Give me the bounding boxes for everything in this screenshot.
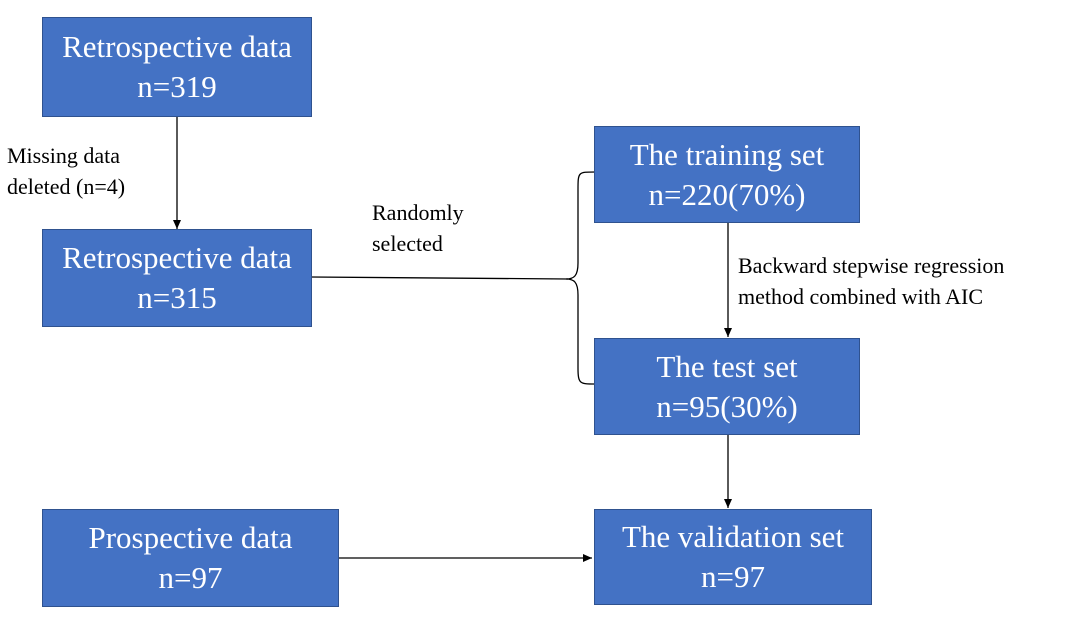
box-title: Retrospective data bbox=[62, 29, 292, 64]
label-line: deleted (n=4) bbox=[7, 174, 126, 199]
box-count: n=97 bbox=[158, 560, 223, 595]
test-set-box: The test set n=95(30%) bbox=[594, 338, 860, 435]
box-count: n=220(70%) bbox=[648, 176, 806, 212]
training-set-box: The training set n=220(70%) bbox=[594, 126, 860, 223]
randomly-selected-label: Randomly selected bbox=[372, 197, 464, 259]
box-title: The test set bbox=[656, 348, 798, 384]
box-count: n=97 bbox=[701, 559, 765, 594]
box-title: The validation set bbox=[621, 519, 845, 554]
retrospective-data-315-box: Retrospective data n=315 bbox=[42, 229, 312, 327]
brace-random-split bbox=[565, 171, 596, 385]
label-line: Randomly bbox=[372, 200, 464, 225]
label-line: method combined with AIC bbox=[738, 284, 984, 309]
box-count: n=315 bbox=[137, 280, 217, 315]
retrospective-data-319-box: Retrospective data n=319 bbox=[42, 17, 312, 117]
prospective-data-box: Prospective data n=97 bbox=[42, 509, 339, 607]
line-random-split bbox=[310, 276, 569, 280]
label-line: Backward stepwise regression bbox=[738, 253, 1005, 278]
box-count: n=319 bbox=[137, 69, 217, 104]
box-title: The training set bbox=[629, 136, 825, 172]
box-count: n=95(30%) bbox=[656, 388, 798, 424]
regression-method-label: Backward stepwise regression method comb… bbox=[738, 250, 1004, 312]
missing-data-label: Missing data deleted (n=4) bbox=[7, 140, 125, 202]
box-title: Retrospective data bbox=[62, 240, 292, 275]
label-line: Missing data bbox=[7, 143, 121, 168]
box-title: Prospective data bbox=[88, 520, 293, 555]
label-line: selected bbox=[372, 231, 443, 256]
validation-set-box: The validation set n=97 bbox=[594, 509, 872, 605]
